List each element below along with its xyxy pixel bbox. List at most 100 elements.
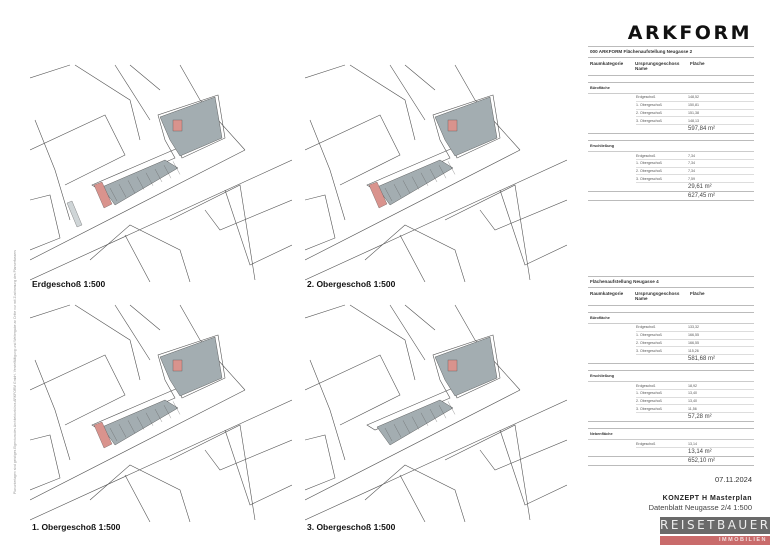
subtotal-row: 57,28 m² (588, 413, 754, 423)
site-line (114, 304, 151, 361)
room-divider (145, 412, 154, 426)
site-line (89, 464, 191, 523)
subtotal-value: 29,61 m² (688, 184, 712, 191)
floor-name: 3. Obergeschoß (636, 118, 662, 123)
room-divider (172, 161, 181, 175)
site-line (34, 359, 71, 461)
area-value: 148,13 (688, 118, 699, 123)
table-row: Erdgeschoß 13,14 (636, 440, 754, 449)
category-label: Bürofläche (588, 82, 754, 94)
site-line (124, 474, 151, 523)
room-divider (438, 405, 447, 419)
room-divider (127, 420, 136, 434)
brand-name: REISETBAUER (660, 517, 770, 534)
subtotal-value: 57,28 m² (688, 414, 712, 421)
room-divider (420, 172, 429, 186)
site-line (304, 114, 401, 186)
site-line (114, 64, 151, 121)
room-divider (384, 427, 393, 442)
area-value: 13,40 (688, 391, 697, 396)
site-line (29, 194, 61, 251)
floor-name: 1. Obergeschoß (636, 391, 662, 396)
building-wing (101, 159, 179, 206)
subtotal-row: 29,61 m² (588, 183, 754, 193)
brand-sub: IMMOBILIEN (660, 536, 770, 545)
site-line (29, 64, 71, 79)
subtotal-row: 597,84 m² (588, 125, 754, 135)
total-row: 627,45 m² (588, 192, 754, 202)
area-value: 166,55 (688, 340, 699, 345)
site-line (179, 304, 246, 391)
site-line (444, 424, 531, 521)
category-label: Erschließung (588, 140, 754, 153)
site-line (304, 399, 568, 521)
site-line (304, 64, 346, 79)
site-line (74, 64, 141, 141)
floor-plan-erdgeschoss (29, 60, 293, 283)
building-block (159, 336, 223, 397)
copyright-note: Planunterlagen sind geistiges Eigentum d… (13, 250, 17, 494)
category-label: Erschließung (588, 370, 754, 383)
room-divider (438, 165, 447, 179)
building-wing (101, 399, 179, 446)
floor-name: 1. Obergeschoß (636, 161, 662, 166)
room-divider (118, 424, 127, 438)
stair-core (447, 119, 458, 132)
room-divider (411, 176, 420, 190)
column-header: Ursprungsgeschoss Name (635, 61, 680, 71)
subtotal-row: 13,14 m² (588, 448, 754, 458)
highlight-room (93, 421, 113, 449)
room-divider (420, 412, 429, 426)
floor-plan-3-obergeschoss (304, 300, 568, 523)
site-line (454, 64, 521, 151)
site-line (29, 354, 126, 426)
area-value: 133,32 (688, 325, 699, 330)
site-line (169, 184, 256, 281)
column-header: Raumkategorie (590, 291, 624, 296)
floor-name: 1. Obergeschoß (636, 333, 662, 338)
site-line (404, 304, 436, 331)
site-line (499, 429, 568, 506)
area-value: 166,55 (688, 333, 699, 338)
area-value: 148,52 (688, 95, 699, 100)
site-line (129, 304, 161, 331)
room-divider (384, 187, 393, 202)
room-divider (447, 161, 456, 175)
room-divider (136, 416, 145, 430)
subtotal-value: 13,14 m² (688, 449, 712, 456)
site-line (29, 389, 246, 501)
floor-name: Erdgeschoß (636, 325, 656, 330)
site-line (389, 304, 426, 361)
floor-name: Erdgeschoß (636, 441, 656, 446)
site-line (479, 199, 568, 231)
site-line (304, 194, 336, 251)
site-line (304, 389, 521, 501)
room-divider (127, 180, 136, 194)
site-line (304, 149, 521, 261)
site-line (309, 119, 346, 221)
site-line (304, 159, 568, 281)
site-line (309, 359, 346, 461)
area-value: 150,81 (688, 103, 699, 108)
area-value: 13,14 (688, 441, 697, 446)
building-wing (376, 399, 454, 446)
room-divider (429, 168, 438, 183)
area-value: 7,34 (688, 169, 695, 174)
room-divider (163, 405, 172, 419)
area-value: 115,26 (688, 348, 699, 353)
area-value: 151,38 (688, 110, 699, 115)
area-value: 7,34 (688, 153, 695, 158)
plan-label: 2. Obergeschoß 1:500 (307, 279, 396, 289)
table-title: Flächenaufstellung Neugasse 4 (588, 276, 754, 288)
site-line (454, 304, 521, 391)
stair-core (172, 119, 183, 132)
site-line (304, 354, 401, 426)
site-line (29, 159, 293, 281)
site-line (179, 64, 246, 151)
